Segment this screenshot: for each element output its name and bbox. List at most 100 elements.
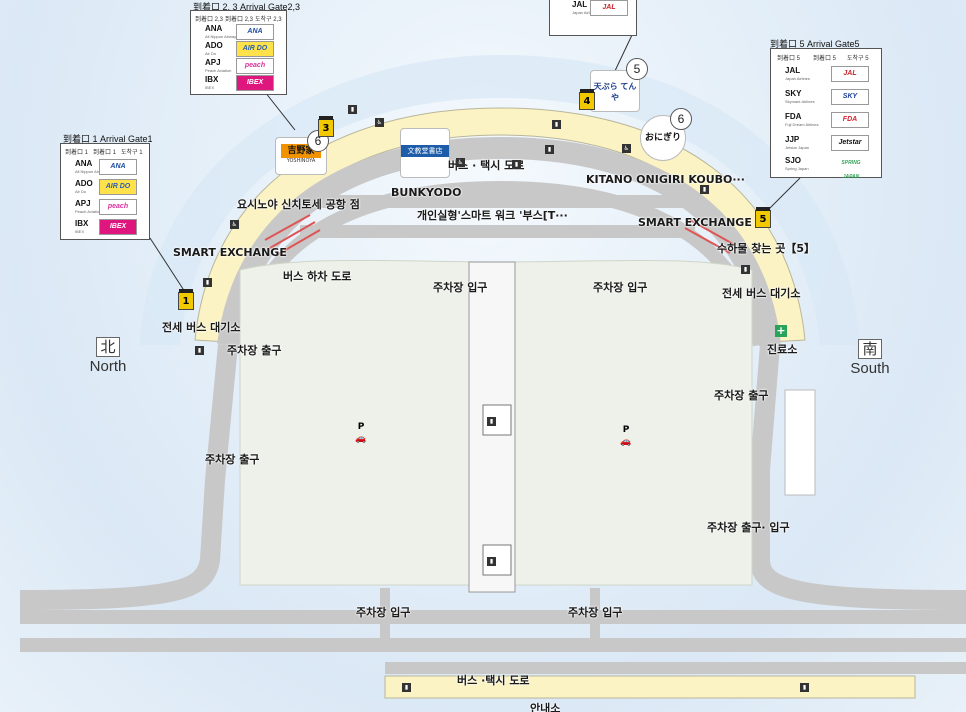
bunkyodo-shop[interactable]: 文教堂書店 [400,128,450,178]
restroom-icon: ♿ [230,220,239,229]
tenten-logo: 天ぷら てんや [593,82,637,102]
gate23-row-ana: ANA All Nippon Airways ANA [191,23,286,43]
first-aid-label: 진료소 [767,343,798,356]
airline-code: APJ [205,58,221,67]
bus-taxi-road-label: 버스 · 택시 도로 [448,159,525,172]
airline-code: FDA [785,112,802,121]
facility-icon: ▮ [195,346,204,355]
gate1-row-ibx: IBX IBEX IBEX [61,218,149,238]
facility-icon: ▮ [700,185,709,194]
peach-logo-icon: peach [236,58,274,74]
gate5-airline-panel: 到着口 5 到着口 5 도착구 5 JAL Japan Airlines JAL… [770,48,882,180]
gate23-col-1: 到着口 2,3 [195,17,224,23]
airline-name: Fuji Dream Airlines [785,122,819,127]
gate5-col-3: 도착구 5 [847,56,869,62]
gate-4-marker: 4 [579,89,595,110]
charter-bus-left-label: 전세 버스 대기소 [162,321,241,334]
kitano-logo: おにぎり [644,133,681,143]
facility-icon: ▮ [512,160,521,169]
ana-logo-icon: ANA [99,159,137,175]
gate1-row-apj: APJ Peach Aviation peach [61,198,149,218]
gate23-row-ado: ADO Air Do AIR DO [191,40,286,60]
airline-name: Air Do [205,51,217,56]
jetstar-logo-icon: Jetstar [831,135,869,151]
north-label: North [89,358,127,375]
parking-entry-bottom-left-label: 주차장 입구 [356,606,411,619]
parking-exit-left2-label: 주차장 출구 [205,453,260,466]
gate5-row-sky: SKY Skymark Airlines SKY [771,88,881,108]
gate4-row-jal: JAL Japan Airlines JAL [550,0,636,19]
escalator-icon: ▮ [552,120,561,129]
airline-code: APJ [75,199,91,208]
airline-code: IBX [75,219,89,228]
yoshinoya-label: 요시노야 신치토세 공항 점 [237,198,360,211]
airline-code: JJP [785,135,800,144]
restroom-icon: ♿ [375,118,384,127]
jal-logo-icon: JAL [590,0,628,16]
bunkyodo-logo: 文教堂書店 [401,145,449,157]
skymark-logo-icon: SKY [831,89,869,105]
airline-code: JAL [785,66,801,75]
airline-code: IBX [205,75,219,84]
south-label: South [850,360,890,377]
gate23-panel-title: 到着口 2, 3 Arrival Gate2,3 [193,2,301,12]
south-kanji: 南 [858,339,882,359]
ana-logo-icon: ANA [236,24,274,40]
parking-exit-entry-label: 주차장 출구· 입구 [707,521,790,534]
gate1-col-2: 到着口 1 [93,150,117,156]
bus-dropoff-road-label: 버스 하차 도로 [283,270,352,283]
gate1-row-ana: ANA All Nippon Airways ANA [61,158,149,178]
parking-entry-bottom-right-label: 주차장 입구 [568,606,623,619]
north-marker: 北 North [86,337,130,375]
north-kanji: 北 [96,337,120,357]
airline-name: IBEX [205,85,215,90]
gate1-panel-title: 到着口 1 Arrival Gate1 [63,134,153,144]
parking-car-icon: P🚗 [620,425,632,447]
airline-name: Peach Aviation [75,209,102,214]
peach-logo-icon: peach [99,199,137,215]
info-desk-label: 안내소 [530,702,561,712]
smart-exchange-left-label: SMART EXCHANGE [173,246,287,259]
airline-name: Spring Japan [785,166,809,171]
airline-code: SKY [785,89,802,98]
yoshinoya-sub: YOSHINOYA [286,158,316,164]
airline-code: ANA [75,159,93,168]
gate-3-marker: 3 [318,116,334,137]
restroom-icon: ♿ [622,144,631,153]
elevator-icon: ▮ [487,417,496,426]
gate23-row-apj: APJ Peach Aviation peach [191,57,286,77]
airline-name: Japan Airlines [572,10,597,15]
facility-icon: ▮ [203,278,212,287]
gate23-col-3: 도착구 2,3 [255,17,282,23]
baggage-claim-label: 수하물 찾는 곳【5】 [717,242,816,255]
elevator-icon: ▮ [545,145,554,154]
airline-name: Skymark Airlines [785,99,815,104]
gate1-airline-panel: 到着口 1 到着口 1 도착구 1 ANA All Nippon Airways… [60,143,150,240]
bunkyodo-label: BUNKYODO [391,186,462,199]
parking-exit-right-label: 주차장 출구 [714,389,769,402]
smart-work-booth-label: 개인실형'스마트 워크 '부스[T··· [417,209,568,222]
facility-icon: ▮ [348,105,357,114]
tenten-floor-badge: 5 [626,58,648,80]
charter-bus-right-label: 전세 버스 대기소 [722,287,801,300]
spring-japan-logo-icon: SPRING JAPAN [833,156,869,180]
smart-exchange-right-label: SMART EXCHANGE [638,216,752,229]
parking-exit-left1-label: 주차장 출구 [227,344,282,357]
airdo-logo-icon: AIR DO [236,41,274,57]
kitano-floor-badge: 6 [670,108,692,130]
elevator-icon: ▮ [487,557,496,566]
jal-logo-icon: JAL [831,66,869,82]
gate23-row-ibx: IBX IBEX IBEX [191,74,286,94]
gate5-row-jjp: JJP Jetstar Japan Jetstar [771,134,881,154]
gate5-row-sjo: SJO Spring Japan SPRING JAPAN [771,155,881,180]
yoshinoya-shop[interactable]: 吉野家 YOSHINOYA [275,137,327,175]
parking-car-icon: P🚗 [355,422,367,444]
facility-icon: ▮ [402,683,411,692]
gate23-airline-panel: 到着口 2,3 到着口 2,3 도착구 2,3 ANA All Nippon A… [190,10,287,95]
gate1-row-ado: ADO Air Do AIR DO [61,178,149,198]
airline-name: IBEX [75,229,85,234]
first-aid-icon: + [775,324,787,337]
gate-5-marker: 5 [755,207,771,228]
ibex-logo-icon: IBEX [236,75,274,91]
